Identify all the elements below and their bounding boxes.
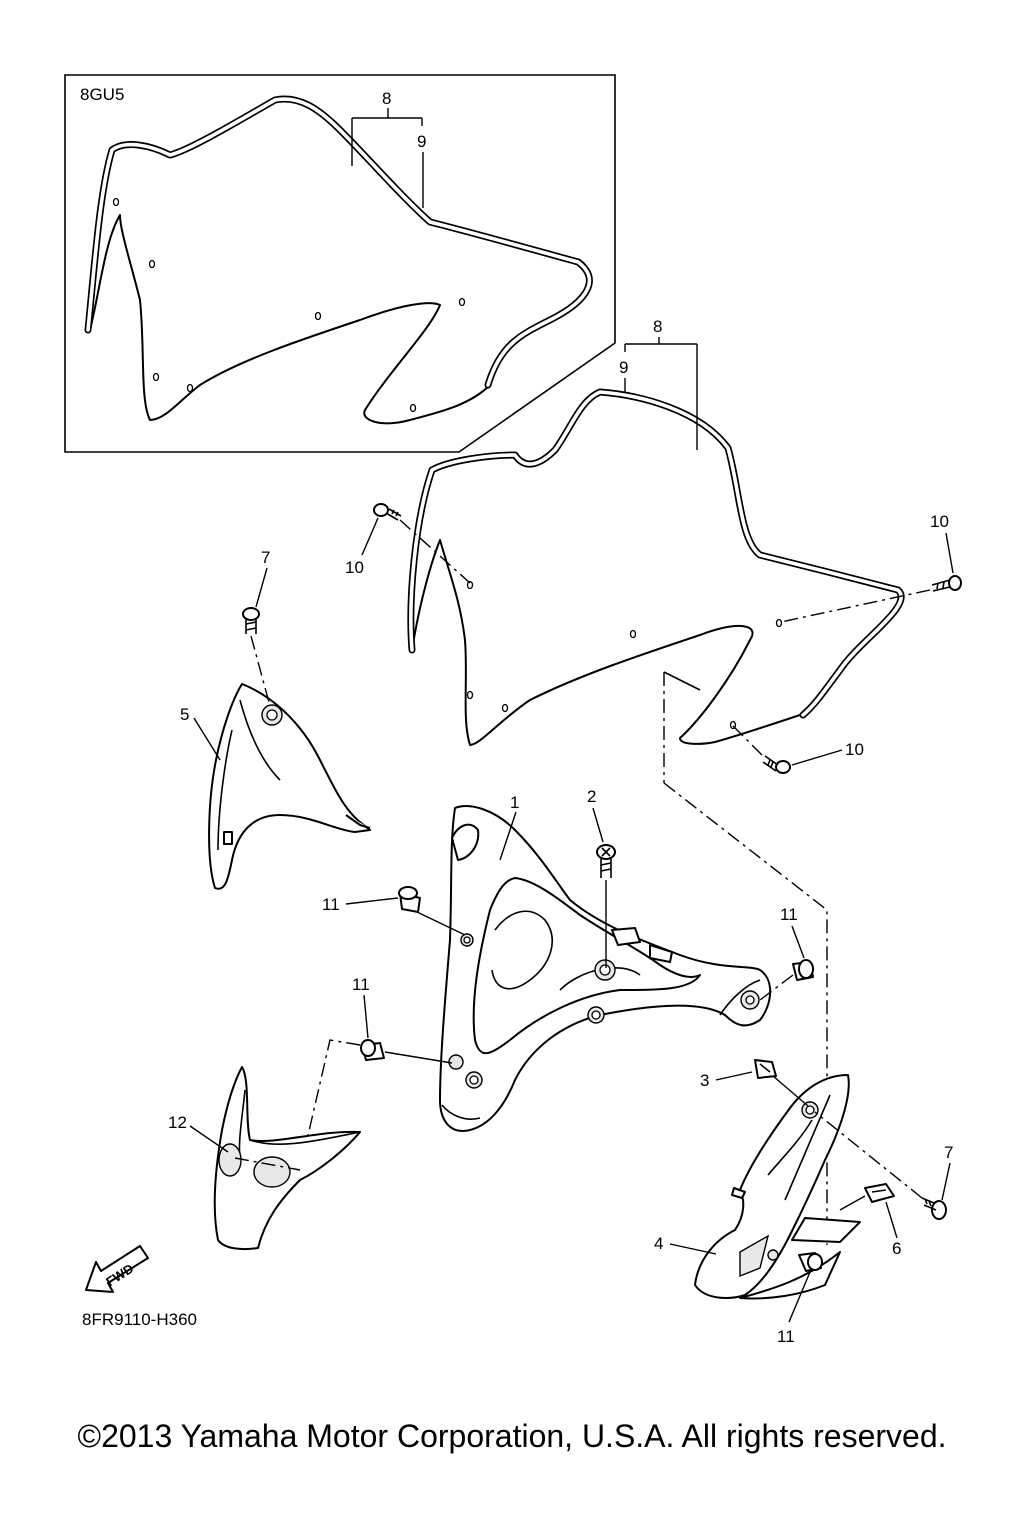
collar-11-middle: 11 (299, 975, 453, 1171)
alignment-line (663, 672, 828, 1245)
alignment-tick (663, 671, 701, 691)
callout-11-upper-right: 11 (780, 905, 798, 924)
callout-10-left: 10 (345, 558, 364, 577)
drawing-code: 8FR9110-H360 (82, 1310, 197, 1329)
callout-10-right: 10 (930, 512, 949, 531)
callout-10-lower: 10 (845, 740, 864, 759)
callout-11-upper-left: 11 (322, 895, 340, 914)
nut-6: 6 (839, 1183, 901, 1258)
callout-8-main: 8 (653, 317, 662, 336)
inset-windshield-8gu5: 8GU5 8 9 (64, 74, 616, 453)
callout-9-inset: 9 (417, 132, 426, 151)
fwd-arrow-icon: FWD (85, 1245, 149, 1293)
screw-10-left: 10 (345, 503, 471, 584)
screw-10-right: 10 (780, 512, 962, 623)
screw-10-lower: 10 (732, 725, 864, 774)
inset-label: 8GU5 (80, 85, 124, 104)
screw-2: 2 (587, 787, 616, 968)
copyright-notice: ©2013 Yamaha Motor Corporation, U.S.A. A… (77, 1418, 947, 1454)
side-panel-4: 4 (654, 1074, 861, 1300)
callout-11-middle: 11 (352, 975, 370, 994)
collar-11-bottom: 11 (777, 1252, 823, 1346)
callout-4: 4 (654, 1234, 663, 1253)
callout-7-lower: 7 (944, 1143, 953, 1162)
callout-8-inset: 8 (382, 89, 391, 108)
inner-panel-5 (208, 683, 371, 890)
screw-7-top: 7 5 (180, 548, 271, 761)
callout-11-bottom: 11 (777, 1327, 795, 1346)
callout-9-main: 9 (619, 358, 628, 377)
callout-1: 1 (510, 793, 519, 812)
screw-7-lower: 7 (814, 1111, 953, 1220)
duct-12: 12 (168, 1066, 361, 1250)
callout-12: 12 (168, 1113, 187, 1132)
callout-6: 6 (892, 1239, 901, 1258)
collar-11-upper-left: 11 (322, 886, 466, 936)
windshield-assembly: 8 9 (407, 317, 905, 746)
callout-2: 2 (587, 787, 596, 806)
callout-3: 3 (700, 1071, 709, 1090)
callout-5: 5 (180, 705, 189, 724)
collar-11-upper-right: 11 (759, 905, 814, 1001)
clip-3: 3 (700, 1059, 809, 1107)
callout-7-top: 7 (261, 548, 270, 567)
inner-cowling-1: 1 (439, 793, 772, 1132)
